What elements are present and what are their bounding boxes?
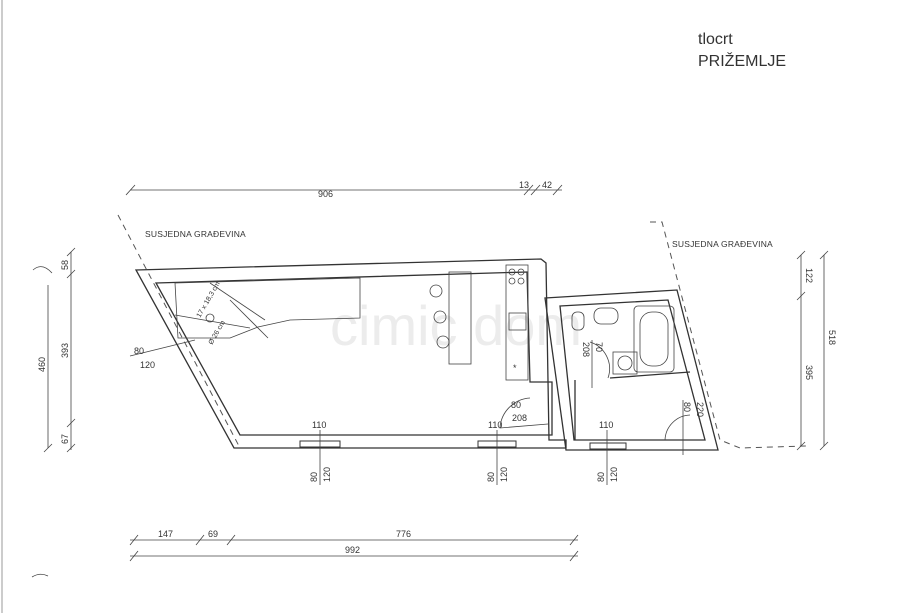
stairs-diameter-label: Ø 26 cm xyxy=(208,319,227,346)
dim-13: 13 xyxy=(519,180,529,190)
bathroom-fixtures xyxy=(571,305,675,375)
left-dimensions xyxy=(32,247,76,453)
dim-992: 992 xyxy=(345,545,360,555)
dim-906: 906 xyxy=(318,189,333,199)
entrance-door-width: 80 xyxy=(134,346,144,356)
walls xyxy=(134,258,719,451)
staircase xyxy=(174,277,361,339)
entrance-door-height: 120 xyxy=(140,360,155,370)
dim-460: 460 xyxy=(37,357,47,372)
window-1-sill: 80 xyxy=(309,472,319,482)
dim-776: 776 xyxy=(396,529,411,539)
outside-door-swing xyxy=(664,414,691,441)
kitchen-door-height: 208 xyxy=(512,413,527,423)
window-2-height: 120 xyxy=(499,467,509,482)
right-dimensions xyxy=(796,250,829,451)
plan-type-label: tlocrt xyxy=(698,31,733,48)
top-dimension: 906 13 42 xyxy=(125,180,563,199)
windows xyxy=(299,430,627,485)
window-1-height: 120 xyxy=(322,467,332,482)
kitchen: * xyxy=(429,264,529,381)
window-2-width: 110 xyxy=(488,420,502,430)
outside-door-height: 220 xyxy=(695,402,705,417)
entrance-door-leader xyxy=(129,339,196,357)
floor-name: PRIŽEMLJE xyxy=(698,51,786,70)
window-3-sill: 80 xyxy=(596,472,606,482)
neighbor-boundary-left xyxy=(117,214,241,449)
dim-69: 69 xyxy=(208,529,218,539)
dim-67: 67 xyxy=(60,434,70,444)
neighbor-label-left: SUSJEDNA GRAĐEVINA xyxy=(145,229,246,239)
dim-395: 395 xyxy=(804,365,814,380)
svg-text:*: * xyxy=(513,363,517,373)
neighbor-label-right: SUSJEDNA GRAĐEVINA xyxy=(672,239,773,249)
dim-58: 58 xyxy=(60,260,70,270)
window-1-width: 110 xyxy=(312,420,326,430)
neighbor-boundary-right xyxy=(650,221,807,449)
kitchen-door-width: 80 xyxy=(511,400,521,410)
dim-122: 122 xyxy=(804,268,814,283)
dim-393: 393 xyxy=(60,343,70,358)
kitchen-door-swing xyxy=(499,397,549,429)
window-3-width: 110 xyxy=(599,420,613,430)
bath-door-swing xyxy=(589,341,610,379)
bottom-dimensions xyxy=(31,534,579,578)
dim-518: 518 xyxy=(827,330,837,345)
bath-door-height: 208 xyxy=(581,342,591,357)
outside-door-width: 80 xyxy=(682,402,692,412)
bath-door-width: 70 xyxy=(594,342,604,352)
stairs-step-label: 17 x 18,3 cm xyxy=(196,281,222,319)
window-3-height: 120 xyxy=(609,467,619,482)
dim-42: 42 xyxy=(542,180,552,190)
watermark: cimic dom xyxy=(330,294,582,357)
dim-147: 147 xyxy=(158,529,173,539)
window-2-sill: 80 xyxy=(486,472,496,482)
